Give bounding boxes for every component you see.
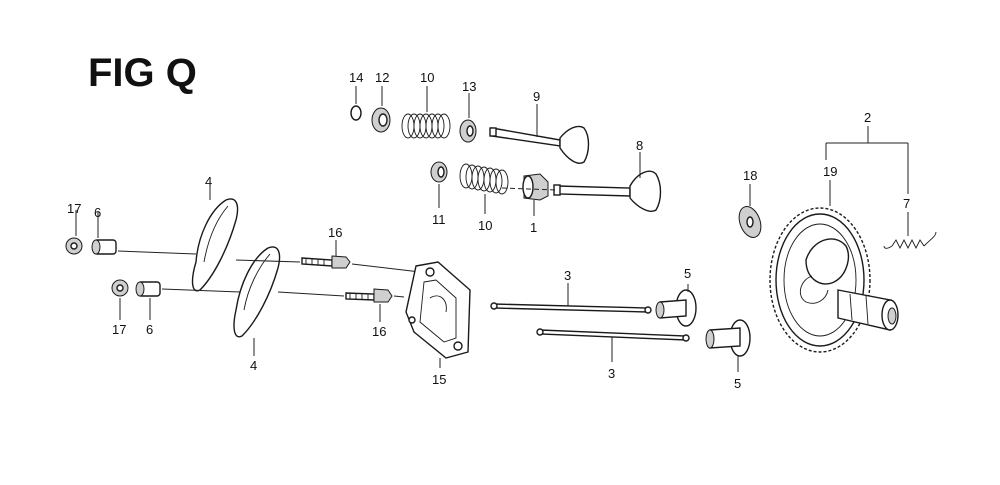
callout-17-lower: 17 [112,322,126,337]
part-3-push-rod-upper [490,283,652,314]
part-19-cam-gear [769,180,871,353]
callout-11: 11 [432,212,446,227]
part-14-keeper [350,86,362,121]
part-6-pivot-lower [135,281,241,320]
callout-6-lower: 6 [146,322,153,337]
callout-16-upper: 16 [328,225,342,240]
part-12-retainer [371,86,391,133]
callout-3-lower: 3 [608,366,615,381]
figure-title: FIG Q [88,51,197,95]
callout-4-upper: 4 [205,174,212,189]
callout-1: 1 [530,220,537,235]
callout-bracket-2 [825,126,909,194]
part-5-tappet-lower [705,319,751,372]
callout-16-lower: 16 [372,324,386,339]
part-17-nut-lower [111,279,129,320]
part-10-valve-spring-top [401,86,451,139]
part-8-valve [501,152,662,212]
part-4-rocker-arm-lower [233,246,281,356]
callout-5-upper: 5 [684,266,691,281]
part-15-guide-plate [405,261,471,368]
callout-7: 7 [903,196,910,211]
callout-4-lower: 4 [250,358,257,373]
part-13-spring-seat [459,93,477,143]
callout-14: 14 [349,70,363,85]
part-11-spring-seat [430,161,448,208]
part-16-stud-lower [277,288,405,322]
part-18-washer [738,184,762,238]
part-10-valve-spring-lower [459,163,509,214]
callout-9: 9 [533,89,540,104]
callout-5-lower: 5 [734,376,741,391]
part-1-valve-collar [522,173,549,216]
callout-12: 12 [375,70,389,85]
callout-3-upper: 3 [564,268,571,283]
callout-6-upper: 6 [94,205,101,220]
part-9-valve [489,104,590,164]
callout-8: 8 [636,138,643,153]
part-16-stud-upper [235,240,421,273]
part-2-camshaft [837,289,899,331]
callout-15: 15 [432,372,446,387]
callout-18: 18 [743,168,757,183]
callout-2: 2 [864,110,871,125]
callout-10-top: 10 [420,70,434,85]
callout-13: 13 [462,79,476,94]
part-7-decomp-spring [883,212,937,250]
callout-19: 19 [823,164,837,179]
part-4-rocker-arm-upper [191,186,239,292]
part-3-push-rod-lower [536,328,690,362]
callout-10-lower: 10 [478,218,492,233]
part-17-nut-upper [65,210,83,255]
part-5-tappet-upper [655,284,697,327]
callout-17-upper: 17 [67,201,81,216]
part-6-pivot-upper [91,212,197,255]
